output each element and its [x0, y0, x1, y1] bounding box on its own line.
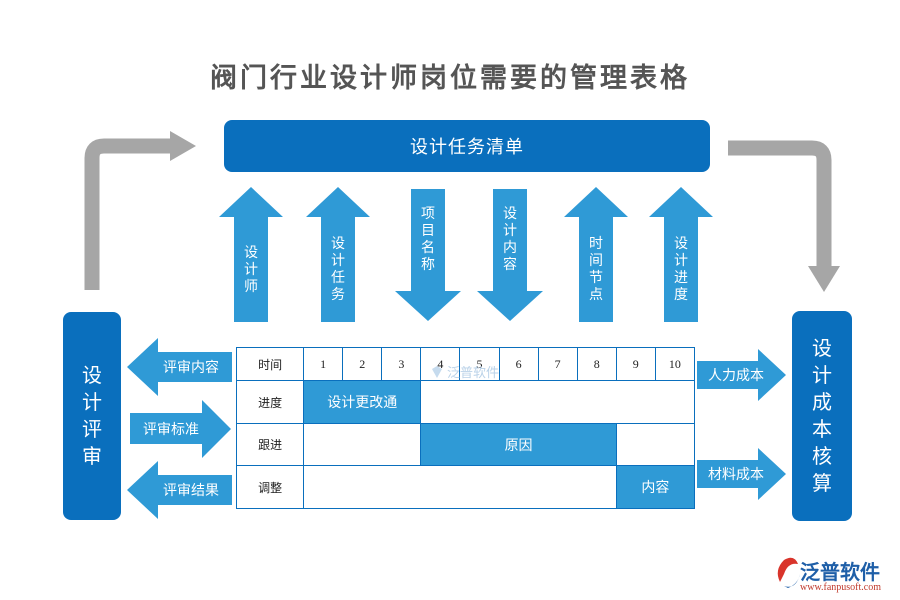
design-review-label: 设计评审 — [82, 363, 102, 468]
grid-empty-cell — [303, 465, 617, 509]
grid-col-1: 1 — [303, 347, 344, 381]
grid-row-followup: 跟进 原因 — [235, 423, 696, 466]
arrow-label-progress: 设计进度 — [673, 236, 688, 303]
connector-right — [728, 140, 832, 268]
grid-header-row: 时间 1 2 3 4 5 6 7 8 9 10 — [235, 347, 696, 381]
watermark-text: 泛普软件 — [447, 366, 500, 381]
logo-url: www.fanpusoft.com — [800, 582, 882, 593]
arrow-left-review-content — [127, 338, 232, 396]
grid-bar-adjust: 内容 — [615, 465, 696, 509]
grid-row-adjust: 调整 内容 — [235, 465, 696, 509]
connector-left — [84, 138, 172, 290]
grid-col-8: 8 — [576, 347, 617, 381]
grid-empty-cell — [420, 380, 695, 424]
cost-accounting-box: 设计成本核算 — [792, 311, 852, 521]
arrow-label-review-result: 评审结果 — [163, 483, 219, 499]
grid-empty-cell — [615, 423, 696, 466]
arrow-up-progress — [649, 187, 713, 322]
arrow-label-timenode: 时间节点 — [588, 236, 603, 303]
grid-col-2: 2 — [342, 347, 383, 381]
arrow-up-designer — [219, 187, 283, 322]
logo-text: 泛普软件 — [800, 560, 880, 584]
arrow-up-task — [306, 187, 370, 322]
watermark-logo-icon — [432, 365, 442, 378]
grid-row-label: 调整 — [235, 465, 305, 509]
arrow-label-project: 项目名称 — [420, 206, 435, 273]
arrow-label-labor-cost: 人力成本 — [708, 368, 764, 384]
arrow-label-review-standard: 评审标准 — [143, 421, 199, 438]
arrow-left-review-result — [127, 461, 232, 519]
grid-col-4: 4 — [420, 347, 461, 381]
grid-bar-followup: 原因 — [420, 423, 617, 466]
watermark: 泛普软件 — [430, 362, 499, 381]
grid-col-6: 6 — [498, 347, 539, 381]
grid-col-7: 7 — [537, 347, 578, 381]
arrow-up-timenode — [564, 187, 628, 322]
arrow-label-content: 设计内容 — [502, 206, 517, 273]
grid-row-progress: 进度 设计更改通 — [235, 380, 695, 424]
cost-accounting-label: 设计成本核算 — [812, 336, 832, 495]
fanpu-logo-icon — [777, 557, 800, 588]
arrow-label-material-cost: 材料成本 — [708, 467, 764, 483]
arrow-right-material-cost — [697, 448, 786, 500]
grid-row-label: 跟进 — [235, 423, 305, 466]
arrow-label-task: 设计任务 — [330, 236, 345, 303]
arrow-down-project — [395, 189, 461, 321]
grid-bar-progress: 设计更改通 — [303, 380, 422, 424]
grid-row-label: 进度 — [235, 380, 305, 424]
grid-col-10: 10 — [654, 347, 696, 381]
diagram-title: 阀门行业设计师岗位需要的管理表格 — [210, 63, 690, 94]
arrow-right-review-standard — [130, 400, 231, 458]
grid-col-9: 9 — [615, 347, 656, 381]
task-list-banner: 设计任务清单 — [224, 120, 710, 172]
arrow-down-content — [477, 189, 543, 321]
design-review-box: 设计评审 — [63, 312, 121, 520]
grid-header-label: 时间 — [235, 347, 305, 381]
connector-left-head — [170, 131, 196, 161]
arrow-label-review-content: 评审内容 — [163, 360, 219, 376]
arrow-label-designer: 设计师 — [243, 244, 258, 295]
connector-right-head — [808, 266, 840, 292]
arrow-right-labor-cost — [697, 349, 786, 401]
grid-empty-cell — [303, 423, 422, 466]
schedule-grid: 时间 1 2 3 4 5 6 7 8 9 10 进度 设计更改通 跟进 原因 调… — [235, 347, 696, 509]
grid-col-3: 3 — [381, 347, 422, 381]
